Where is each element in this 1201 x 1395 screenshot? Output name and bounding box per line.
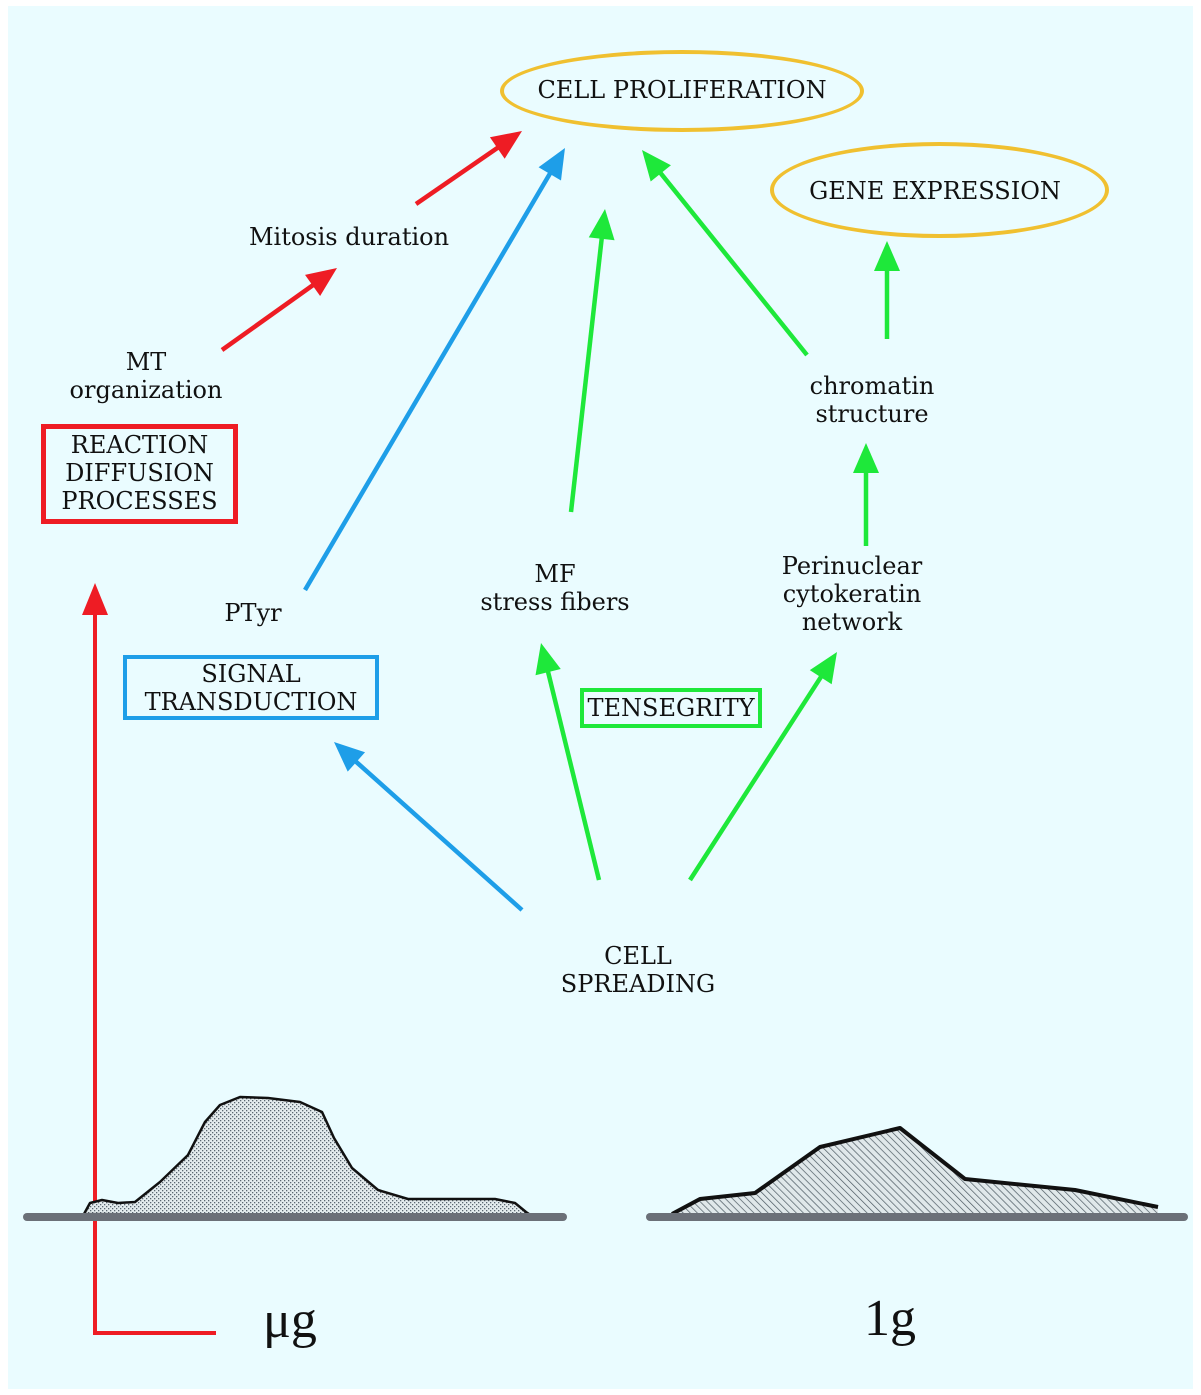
arrow-chromatin-to-proliferation-head <box>642 150 671 182</box>
reaction-diffusion-label: REACTION DIFFUSION PROCESSES <box>61 431 218 515</box>
arrow-spreading-to-signal-shaft <box>353 758 524 912</box>
tensegrity-box <box>580 688 762 728</box>
arrow-spreading-to-perinuclear-shaft <box>688 674 824 882</box>
arrow-spreading-to-mf-head <box>535 643 561 676</box>
arrow-mf-to-proliferation-head <box>588 209 615 241</box>
red-axis-arrowhead <box>82 583 108 615</box>
one-g-label: 1g <box>864 1290 916 1347</box>
arrow-chromatin-to-gene-expression-head <box>874 241 900 271</box>
arrow-mitosis-to-proliferation-shaft <box>414 145 501 206</box>
one-g-cell-shape <box>672 1128 1158 1215</box>
gene-expression-label: GENE EXPRESSION <box>809 177 1061 205</box>
tensegrity-label: TENSEGRITY <box>587 694 755 722</box>
arrow-ptyr-to-proliferation-head <box>538 148 565 181</box>
signal-transduction-box <box>123 655 379 720</box>
arrow-mf-to-proliferation-shaft <box>568 236 605 513</box>
arrow-chromatin-to-proliferation-shaft <box>657 170 809 357</box>
arrow-spreading-to-mf-shaft <box>545 669 602 881</box>
perinuclear-network-label: Perinuclear cytokeratin network <box>781 552 923 636</box>
mt-organization-label: MT organization <box>69 348 223 404</box>
one-g-cell-outline <box>671 1126 1159 1216</box>
arrow-ptyr-to-proliferation-shaft <box>303 170 553 592</box>
mf-stress-fibers-label: MF stress fibers <box>480 560 630 616</box>
arrow-perinuclear-to-chromatin-head <box>853 443 879 473</box>
ptyr-label: PTyr <box>224 599 282 627</box>
arrow-mt-to-mitosis-head <box>305 268 337 297</box>
signal-transduction-label: SIGNAL TRANSDUCTION <box>144 660 358 716</box>
reaction-diffusion-box <box>41 424 238 524</box>
arrow-spreading-to-perinuclear-head <box>809 652 837 685</box>
arrow-mt-to-mitosis-shaft <box>220 282 316 352</box>
arrow-spreading-to-signal-head <box>334 742 366 772</box>
cell-proliferation-oval <box>500 50 864 132</box>
arrow-mitosis-to-proliferation-head <box>489 131 522 159</box>
mitosis-duration-label: Mitosis duration <box>248 223 450 251</box>
cell-spreading-label: CELL SPREADING <box>560 942 716 998</box>
gene-expression-oval <box>770 142 1109 238</box>
microgravity-cell-shape <box>82 1095 534 1218</box>
cell-proliferation-label: CELL PROLIFERATION <box>537 76 827 104</box>
chromatin-structure-label: chromatin structure <box>809 372 935 428</box>
microgravity-label: μg <box>263 1292 317 1349</box>
